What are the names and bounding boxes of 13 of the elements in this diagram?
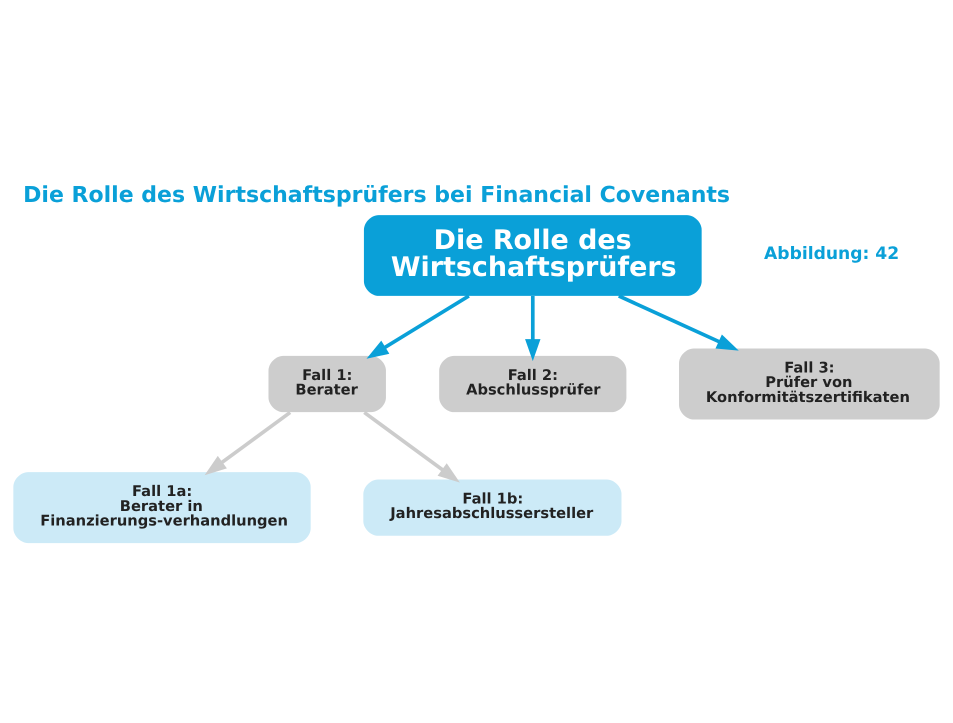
node-box: Fall 1b: Jahresabschlussersteller [363, 478, 622, 536]
arrow [525, 295, 541, 361]
node-box: Die Rolle des Wirtschaftsprüfers [364, 214, 702, 296]
node-box: Fall 1: Berater [268, 355, 386, 412]
node-box: Fall 1a: Berater in Finanzierungs-verhandlungen [13, 472, 311, 543]
arrow [363, 410, 460, 482]
diagram-title: Die Rolle des Wirtschaftsprüfers bei Financial Covenants [23, 182, 730, 208]
arrow [366, 294, 470, 358]
arrow [204, 410, 292, 475]
arrow [618, 294, 739, 350]
node-box: Fall 2: Abschlussprüfer [439, 355, 626, 412]
label: Abbildung: 42 [764, 243, 900, 264]
node-box: Fall 3: Prüfer von Konformitätszertifikaten [679, 348, 940, 420]
